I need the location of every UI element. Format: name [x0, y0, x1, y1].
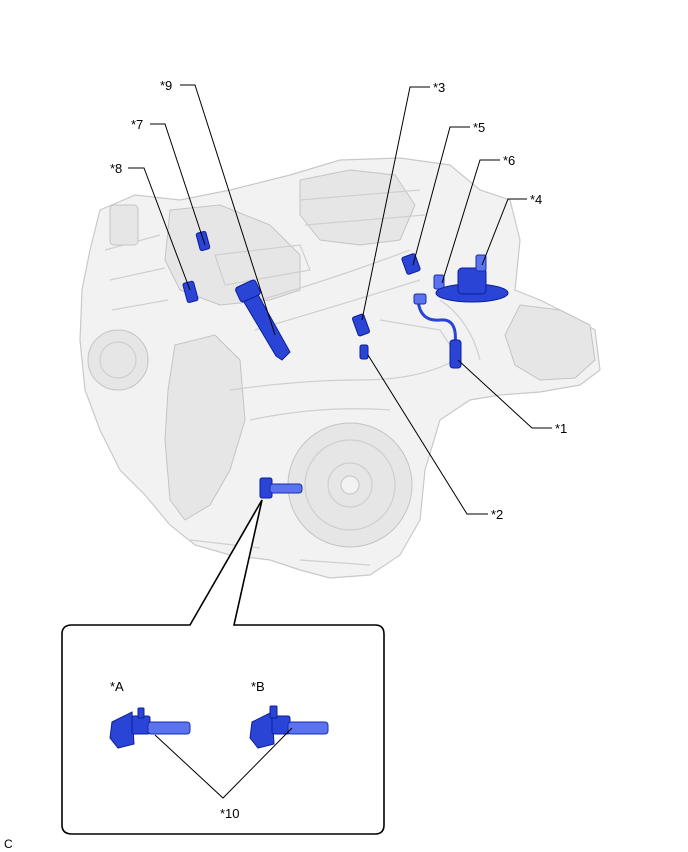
- callout-3: *3: [433, 80, 445, 95]
- corner-mark: C: [4, 837, 13, 851]
- callout-8: *8: [110, 161, 122, 176]
- callout-4: *4: [530, 192, 542, 207]
- crank-sensor-part: [259, 477, 303, 499]
- leader-line-1: [457, 359, 552, 429]
- callout-1: *1: [555, 421, 567, 436]
- highlighted-parts: [182, 230, 509, 499]
- label-variant-b: *B: [251, 679, 265, 694]
- callout-7: *7: [131, 117, 143, 132]
- sensor-variant-b: [249, 705, 329, 749]
- fuel-pump-part: [435, 254, 509, 303]
- leader-line-5: [412, 126, 470, 266]
- sensor-part-3: [352, 313, 370, 337]
- label-variant-a: *A: [110, 679, 124, 694]
- callout-labels: *9 *7 *8 *3 *5 *6 *4 *1 *2: [110, 78, 567, 522]
- leader-line-2: [367, 354, 488, 515]
- sensor-part-5: [401, 253, 421, 275]
- inset-frame: [61, 499, 385, 835]
- ignition-coil-part: [235, 279, 291, 361]
- callout-9: *9: [160, 78, 172, 93]
- callout-5: *5: [473, 120, 485, 135]
- sensor-part-8: [182, 280, 199, 304]
- engine-illustration: [79, 157, 601, 579]
- leader-lines: [128, 84, 552, 515]
- oxygen-sensor-part: [413, 293, 462, 369]
- leader-line-4: [481, 198, 527, 266]
- callout-2: *2: [491, 507, 503, 522]
- callout-6: *6: [503, 153, 515, 168]
- callout-10: *10: [220, 806, 240, 821]
- leader-line-10: [154, 727, 293, 799]
- leader-line-9: [180, 84, 276, 336]
- leader-line-7: [150, 123, 206, 246]
- leader-line-3: [361, 86, 430, 321]
- sensor-part-2: [359, 344, 369, 360]
- sensor-variant-inset: *A *B *10: [61, 499, 385, 835]
- sensor-variant-a: [109, 707, 191, 749]
- leader-line-6: [441, 159, 500, 284]
- leader-line-8: [128, 167, 191, 291]
